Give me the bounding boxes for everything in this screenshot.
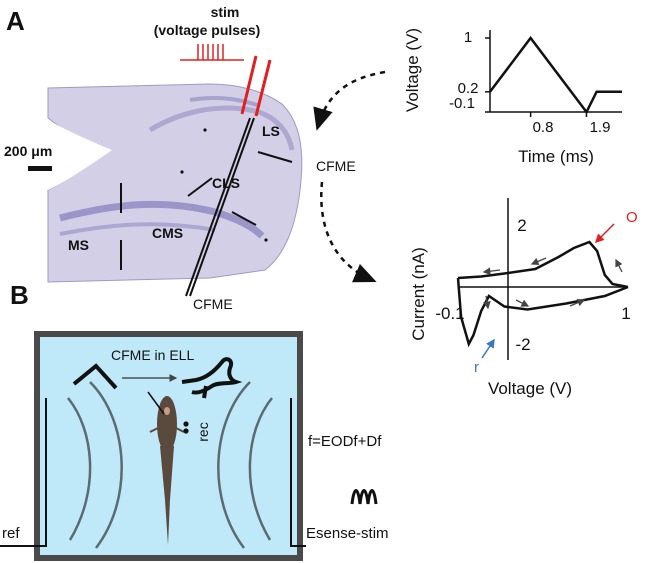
cv-xtick-1: 1 <box>621 304 630 323</box>
stim-lead-2 <box>254 59 272 117</box>
electrode-shaft-1 <box>185 117 251 297</box>
stim-subtitle: (voltage pulses) <box>154 22 261 38</box>
electrode-into-fish <box>147 391 165 415</box>
cv-xtick-0: -0.1 <box>435 304 464 323</box>
cv-ytick-0: 2 <box>517 216 526 235</box>
cv-direction-arrow-6 <box>569 298 586 307</box>
cv-reverse-sweep <box>456 277 629 348</box>
rec-label: rec <box>195 422 211 441</box>
stim-title: stim <box>211 4 240 20</box>
dashed-arrow-to-cfme <box>313 70 386 131</box>
cv-forward-sweep <box>457 240 629 289</box>
oxidation-label: O <box>626 209 638 226</box>
freq-label: f=EODf+Df <box>308 433 382 450</box>
cfme-trace-large <box>181 357 243 399</box>
ref-label: ref <box>2 525 20 542</box>
panel-b-letter: B <box>10 280 29 310</box>
cv-direction-arrow-3 <box>615 258 623 273</box>
region-ms: MS <box>68 237 89 253</box>
cv-direction-arrow-4 <box>483 295 491 310</box>
ref-electrode <box>0 398 47 547</box>
panel-a-letter: A <box>6 6 25 36</box>
waveform-chart: 1 0.2 -0.1 0.8 1.9 Time (ms) Voltage (V) <box>403 28 622 166</box>
cv-direction-arrow-1 <box>482 267 501 276</box>
stim-pulse-train <box>180 44 244 61</box>
voltammogram-chart: 2 -2 -0.1 1 Voltage (V) Current (nA) O r <box>409 198 638 398</box>
scale-bar <box>28 166 52 171</box>
waveform-xlabel: Time (ms) <box>518 147 594 166</box>
oxidation-arrow <box>594 223 615 244</box>
waveform-ylabel: Voltage (V) <box>403 28 422 112</box>
stim-electrode <box>290 398 306 547</box>
waveform-xtick-1: 1.9 <box>590 119 611 136</box>
waveform-ytick-0: 1 <box>464 29 472 46</box>
waveform-ytick-1: 0.2 <box>458 80 479 97</box>
reduction-label: r <box>474 359 479 376</box>
cv-xlabel: Voltage (V) <box>488 379 572 398</box>
cfme-ell-label: CFME in ELL <box>111 347 194 363</box>
rec-electrode-dot-2 <box>183 428 189 434</box>
waveform-series <box>489 35 622 115</box>
dashed-arrow-to-cv <box>320 181 377 283</box>
cv-direction-arrow-2 <box>530 257 547 266</box>
cfme-trace-small <box>72 363 118 390</box>
electrode-shaft-2 <box>189 117 255 297</box>
scale-bar-label: 200 μm <box>4 143 52 159</box>
stim-lead-1 <box>240 55 258 115</box>
reduction-arrow <box>481 338 495 359</box>
field-lines <box>67 381 273 549</box>
cv-direction-arrow-5 <box>515 299 530 307</box>
cfme-arrow-label: CFME <box>316 158 356 174</box>
cv-ylabel: Current (nA) <box>409 247 428 341</box>
region-ls: LS <box>262 123 280 139</box>
rec-electrode-dot-1 <box>183 421 189 427</box>
cv-ytick-1: -2 <box>515 335 530 354</box>
region-cms: CMS <box>152 225 183 241</box>
histology-section <box>47 83 303 283</box>
stim-sine-icon <box>350 489 378 505</box>
esense-label: Esense-stim <box>306 525 389 542</box>
waveform-ytick-2: -0.1 <box>449 95 475 112</box>
waveform-xtick-0: 0.8 <box>533 119 554 136</box>
electrode-label: CFME <box>193 296 233 312</box>
